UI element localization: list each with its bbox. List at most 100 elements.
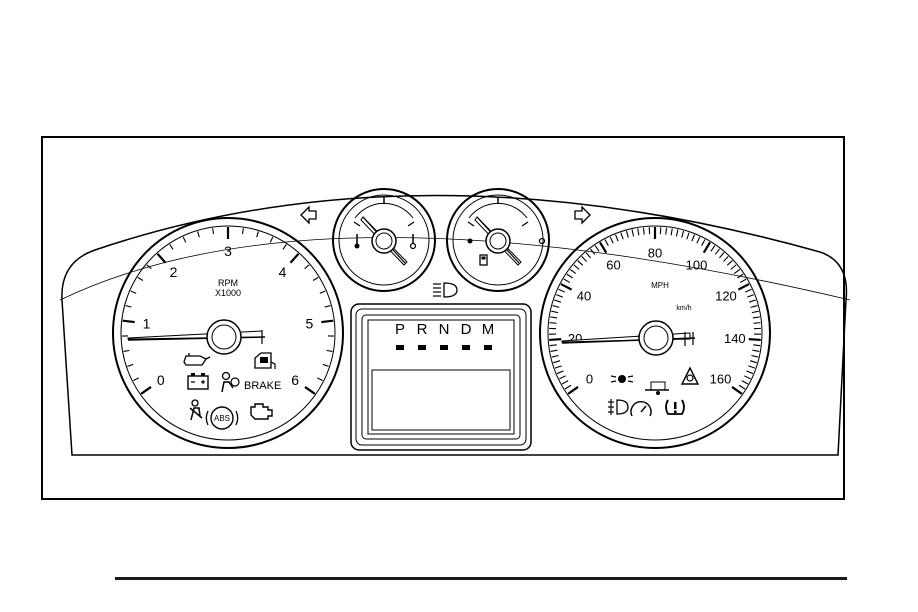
- speedometer-number: 140: [724, 331, 746, 346]
- tachometer-minor-tick: [326, 350, 332, 351]
- abs-label: ABS: [214, 414, 230, 423]
- fog-lamp-icon: [608, 399, 628, 415]
- speedometer-minor-tick: [702, 240, 705, 246]
- tachometer-minor-tick: [323, 364, 329, 366]
- speedometer-major-tick: [549, 339, 561, 340]
- speedometer-minor-tick: [605, 240, 608, 246]
- tachometer-major-tick: [321, 321, 333, 322]
- speedometer-minor-tick: [610, 237, 613, 243]
- tachometer-minor-tick: [213, 228, 214, 234]
- speedometer-minor-tick: [551, 350, 558, 351]
- speedometer-minor-tick: [553, 306, 560, 308]
- speedometer-minor-tick: [578, 261, 583, 266]
- gear-letter: P: [395, 321, 405, 338]
- tachometer-minor-tick: [183, 237, 186, 242]
- speedometer-minor-tick: [754, 323, 761, 324]
- speedometer-minor-tick: [697, 237, 700, 243]
- speedometer-minor-tick: [595, 246, 599, 252]
- mph-label: MPH: [651, 281, 669, 290]
- speedometer-minor-tick: [555, 366, 562, 368]
- trailer-icon: [645, 382, 669, 395]
- seatbelt-icon: [190, 400, 202, 420]
- speedometer-minor-tick: [643, 228, 644, 235]
- speedometer-minor-tick: [562, 381, 568, 384]
- speedometer-minor-tick: [744, 376, 750, 379]
- speedometer-minor-tick: [616, 235, 619, 241]
- tire-pressure-icon: [666, 400, 684, 414]
- tachometer-major-tick: [141, 387, 151, 394]
- battery-icon: [188, 373, 208, 389]
- speedometer-minor-tick: [671, 228, 672, 235]
- speedometer-number: 40: [577, 289, 591, 304]
- speedometer-minor-tick: [748, 366, 755, 368]
- temperature-gauge: [333, 189, 435, 291]
- speedometer-minor-tick: [554, 300, 561, 302]
- speedometer-minor-tick: [746, 371, 752, 374]
- gear-indicator-mark: [396, 345, 404, 350]
- tachometer-minor-tick: [127, 364, 133, 366]
- check-engine-icon: [251, 404, 272, 419]
- hot-thermometer-icon: [411, 234, 416, 249]
- speedometer-minor-tick: [565, 385, 571, 389]
- gear-letter: R: [417, 321, 428, 338]
- speedometer-minor-tick: [550, 323, 557, 324]
- speedometer-minor-tick: [752, 350, 759, 351]
- tachometer-major-tick: [305, 387, 315, 394]
- speedometer-major-tick: [738, 284, 749, 290]
- speedometer-minor-tick: [553, 361, 560, 363]
- gear-letter: N: [439, 321, 450, 338]
- tachometer-minor-tick: [317, 378, 322, 381]
- tachometer-number: 5: [306, 316, 314, 332]
- tachometer-major-tick: [123, 321, 135, 322]
- tachometer-number: 3: [224, 243, 232, 259]
- speedometer-major-tick: [561, 284, 572, 290]
- speedometer-major-tick: [749, 339, 761, 340]
- tachometer-minor-tick: [313, 277, 318, 280]
- speedometer-minor-tick: [550, 345, 557, 346]
- tachometer-minor-tick: [124, 350, 130, 351]
- speedometer-minor-tick: [570, 269, 576, 273]
- speedometer-minor-tick: [621, 233, 623, 240]
- speedometer-minor-tick: [734, 269, 740, 273]
- speedometer-minor-tick: [711, 246, 715, 252]
- tachometer-minor-tick: [305, 265, 310, 269]
- speedometer-minor-tick: [751, 306, 758, 308]
- tachometer-number: 1: [143, 316, 151, 332]
- cluster-housing: [62, 195, 847, 455]
- speedometer-minor-tick: [564, 279, 570, 283]
- speedometer-minor-tick: [687, 233, 689, 240]
- speedometer-major-tick: [600, 242, 606, 252]
- speedometer-numbers: 020406080100120140160: [568, 246, 746, 387]
- fuel-pump-icon: [480, 255, 487, 265]
- exterior-lamp-icon: [611, 375, 633, 383]
- speedometer-major-tick: [568, 387, 578, 394]
- tachometer-minor-tick: [320, 291, 326, 293]
- speedometer-minor-tick: [753, 317, 760, 318]
- speedometer-minor-tick: [723, 256, 728, 261]
- speedometer-number: 0: [586, 372, 593, 387]
- gear-indicator-mark: [462, 345, 470, 350]
- speedometer-minor-tick: [752, 311, 759, 312]
- speedometer-minor-tick: [750, 361, 757, 363]
- speedometer-number: 60: [606, 257, 620, 272]
- speedometer-number: 20: [568, 331, 582, 346]
- oil-can-icon: [184, 353, 210, 365]
- speedometer-number: 160: [710, 372, 732, 387]
- airbag-icon: [222, 373, 239, 393]
- speedometer-minor-tick: [550, 317, 557, 318]
- speedometer-minor-tick: [556, 295, 563, 298]
- speedometer-minor-tick: [676, 230, 678, 237]
- speedometer-number: 80: [648, 246, 662, 261]
- tachometer-number: 4: [279, 264, 287, 280]
- footer-rule: [115, 577, 847, 580]
- tachometer-number: 6: [291, 372, 299, 388]
- tachometer-major-tick: [158, 254, 166, 263]
- speedometer-minor-tick: [574, 265, 579, 269]
- tachometer-minor-tick: [138, 277, 143, 280]
- rpm-multiplier-label: X1000: [215, 288, 241, 298]
- tachometer-number: 2: [170, 264, 178, 280]
- speedometer-minor-tick: [739, 385, 745, 389]
